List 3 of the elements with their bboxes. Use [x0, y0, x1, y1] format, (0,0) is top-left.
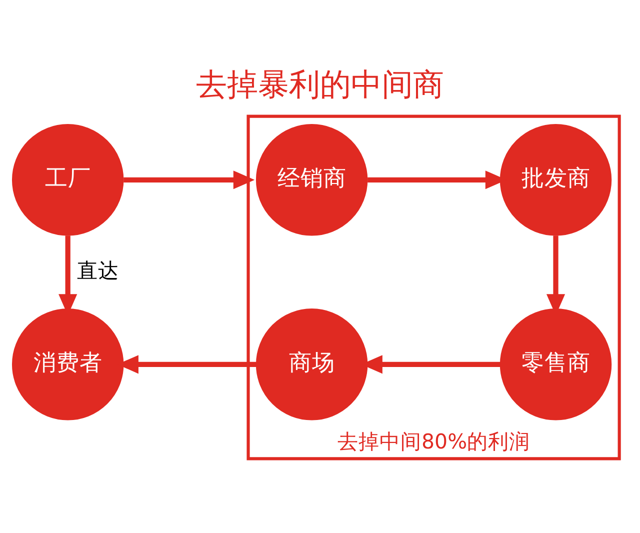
node-label: 去掉中间80%的利润 [337, 429, 530, 454]
edge-label: 直达 [76, 258, 119, 282]
diagram-title: 去掉暴利的中间商 [196, 66, 444, 103]
